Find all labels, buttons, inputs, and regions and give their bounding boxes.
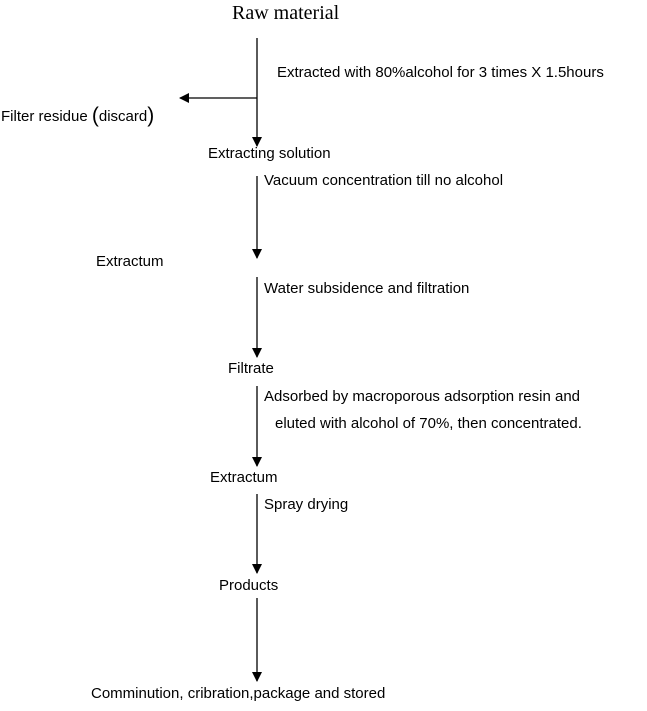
step-water-subsidence: Water subsidence and filtration: [264, 280, 470, 297]
paren-close: ): [147, 104, 155, 127]
filter-residue-node: Filter residue (discard): [1, 104, 155, 127]
raw-material-title: Raw material: [232, 2, 340, 24]
step-extraction: Extracted with 80%alcohol for 3 times X …: [277, 64, 604, 81]
step-vacuum-concentration: Vacuum concentration till no alcohol: [264, 172, 504, 189]
step-resin-line-1: Adsorbed by macroporous adsorption resin…: [264, 388, 581, 405]
filter-residue-label: Filter residue: [1, 108, 88, 125]
extractum-node-1: Extractum: [96, 253, 164, 270]
step-spray-drying: Spray drying: [264, 496, 349, 513]
step-resin-line-2: eluted with alcohol of 70%, then concent…: [275, 415, 582, 432]
final-step-node: Comminution, cribration,package and stor…: [91, 685, 386, 702]
filtrate-node: Filtrate: [228, 360, 274, 377]
filter-residue-note: discard: [98, 108, 148, 125]
extractum-node-2: Extractum: [210, 469, 278, 486]
products-node: Products: [219, 577, 279, 594]
extracting-solution-node: Extracting solution: [208, 145, 331, 162]
paren-open: (: [91, 104, 99, 127]
